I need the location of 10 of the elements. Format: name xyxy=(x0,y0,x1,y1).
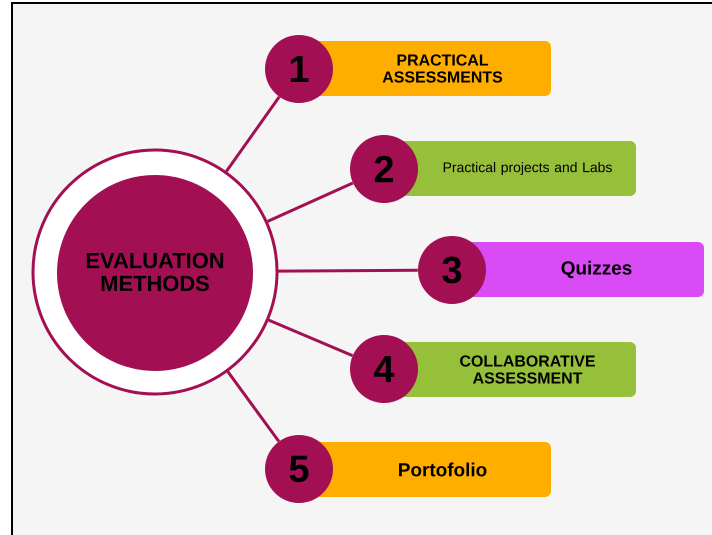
connector-line xyxy=(225,96,280,172)
label-bar: PRACTICAL ASSESSMENTS xyxy=(310,41,551,96)
connector-line xyxy=(278,268,418,273)
label-bar: Portofolio xyxy=(310,442,551,497)
label-bar: COLLABORATIVE ASSESSMENT xyxy=(395,342,636,397)
label-bar: Practical projects and Labs xyxy=(395,141,636,196)
connector-line xyxy=(268,318,354,358)
connector-line xyxy=(267,182,354,223)
label-bar: Quizzes xyxy=(465,242,704,297)
connector-line xyxy=(226,370,280,442)
